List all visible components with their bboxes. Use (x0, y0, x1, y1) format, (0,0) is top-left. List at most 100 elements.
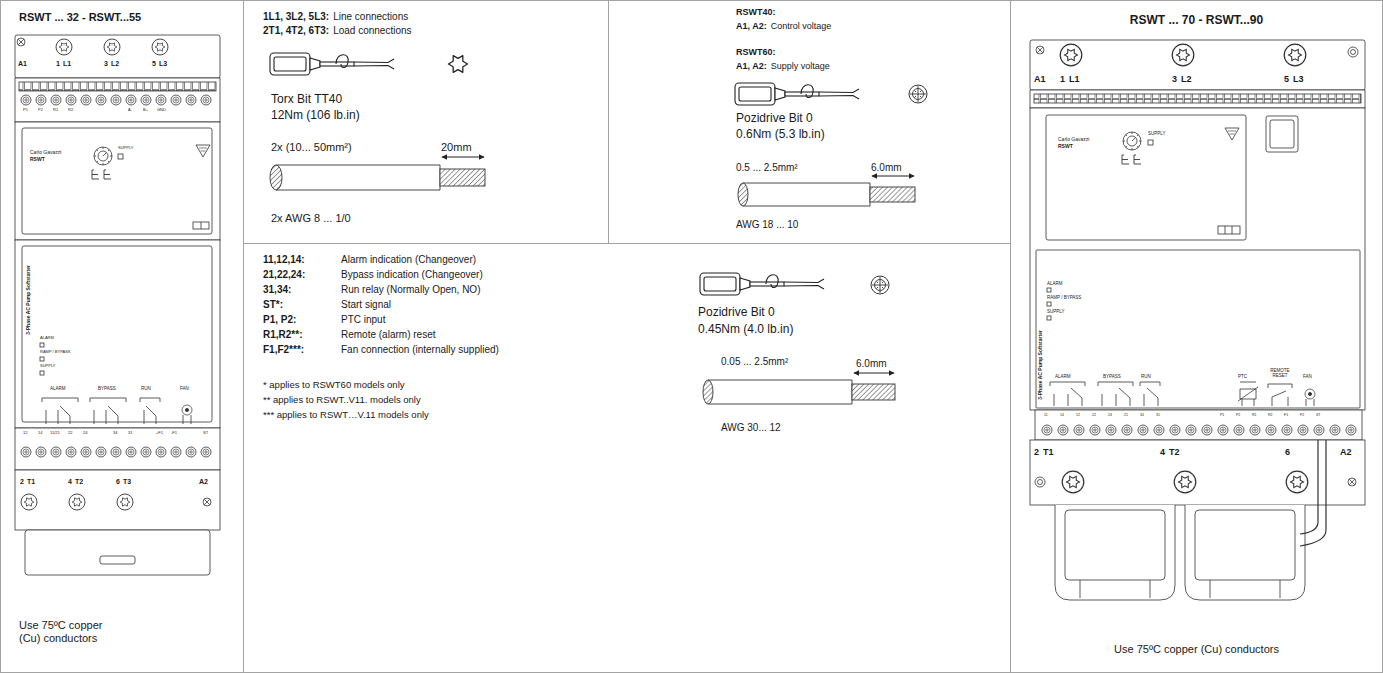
device-label: L2 (1181, 74, 1192, 84)
terminal-row (1138, 425, 1148, 435)
device-label: 1 (56, 60, 60, 68)
stripped-wire (703, 380, 713, 404)
softstarter-large (1030, 90, 1365, 108)
terminal-row (111, 447, 121, 457)
device-label: 3-Phase AC Pump Softstarter (26, 265, 32, 335)
softstarter-large (1172, 44, 1194, 66)
device-label: 24 (1108, 413, 1112, 417)
strip-length-arrow (872, 176, 914, 177)
spec-text: RSWT40: (736, 7, 776, 17)
spec-text: 11,12,14: (263, 254, 305, 266)
terminal-row (1250, 425, 1260, 435)
pozidrive-screwdriver (700, 273, 824, 295)
softstarter-small (25, 530, 210, 575)
pozidrive-symbol (871, 276, 889, 294)
softstarter-small (15, 428, 220, 470)
softstarter-small (22, 128, 212, 234)
device-label: REMOTE RESET (1270, 368, 1290, 378)
softstarter-large (1030, 440, 1365, 505)
stripped-wire (270, 165, 282, 190)
softstarter-small (40, 357, 44, 361)
softstarter-small (94, 147, 112, 165)
device-label: +F1 (156, 431, 163, 436)
softstarter-small (17, 38, 25, 46)
spec-text: AWG 18 ... 10 (736, 219, 798, 231)
softstarter-large (1065, 510, 1165, 580)
stripped-wire (270, 165, 485, 190)
terminal-row (1154, 425, 1164, 435)
device-label: SUPPLY (40, 364, 56, 369)
device-label: R2 (1268, 413, 1272, 417)
softstarter-small (15, 122, 220, 240)
device-label: 4 (68, 478, 72, 486)
strip-length-arrow (442, 157, 484, 158)
softstarter-large (1050, 382, 1085, 406)
device-label: FAN (1303, 374, 1312, 379)
softstarter-large (1270, 120, 1294, 148)
device-label: P2 (1236, 413, 1240, 417)
spec-text: 0.5 ... 2.5mm² (736, 162, 798, 174)
spec-text: Start signal (341, 299, 391, 311)
device-label: 31 (1156, 413, 1160, 417)
spec-text: 2x (10... 50mm²) (271, 141, 352, 154)
softstarter-large (1148, 140, 1153, 145)
softstarter-large (1305, 389, 1315, 399)
device-label: P2 (38, 108, 43, 113)
terminal-row (201, 447, 211, 457)
device-label: ALARM (1047, 281, 1063, 286)
device-label: L1 (1069, 74, 1080, 84)
stripped-wire (852, 384, 895, 400)
device-label: 14 (1060, 413, 1064, 417)
spec-text: RSWT60: (736, 47, 776, 57)
softstarter-small (203, 498, 211, 506)
terminal-row (51, 447, 61, 457)
softstarter-small (92, 170, 99, 179)
device-label: BYPASS (98, 386, 116, 391)
terminal-row (126, 447, 136, 457)
stripped-wire (703, 380, 895, 404)
stripped-wire (738, 183, 915, 206)
softstarter-large (1030, 108, 1365, 410)
spec-text: AWG 30... 12 (721, 422, 781, 434)
spec-text: Pozidrive Bit 0 (698, 306, 775, 320)
spec-text: A1, A2: (736, 61, 767, 71)
softstarter-small (118, 154, 123, 159)
softstarter-large (1286, 471, 1308, 493)
device-label: F1 (1284, 413, 1288, 417)
device-label: ALARM (40, 336, 54, 341)
terminal-row (1042, 425, 1052, 435)
terminal-row (1266, 425, 1276, 435)
device-label: 21 (1124, 413, 1128, 417)
terminal-row (1202, 425, 1212, 435)
softstarter-large (1268, 384, 1292, 406)
device-label: A- (128, 108, 132, 113)
device-label: 1 (1060, 74, 1065, 84)
device-label: A2 (1340, 447, 1352, 457)
device-label: RAMP / BYPASS (1047, 295, 1081, 300)
strip-length-arrow (854, 373, 894, 374)
stripped-wire (708, 380, 852, 404)
device-label: 11/21 (50, 431, 60, 436)
spec-text: Supply voltage (771, 61, 830, 71)
softstarter-large (1140, 382, 1160, 406)
terminal-row (51, 95, 61, 105)
terminal-row (1090, 425, 1100, 435)
strip-length-arrow (872, 176, 914, 177)
device-label: GND (157, 108, 166, 113)
terminal-row (156, 95, 166, 105)
pozidrive-symbol (909, 85, 927, 103)
stripped-wire (870, 187, 915, 202)
device-label: RAMP / BYPASS (40, 350, 71, 355)
spec-text: 1L1, 3L2, 5L3: (263, 11, 329, 23)
terminal-row (1234, 425, 1244, 435)
softstarter-large (1060, 44, 1082, 66)
device-label: 3 (1172, 74, 1177, 84)
softstarter-large (1284, 44, 1306, 66)
device-label: BYPASS (1103, 374, 1121, 379)
device-label: T2 (75, 478, 83, 486)
device-label: 22 (1092, 413, 1096, 417)
pozidrive-screwdriver (700, 273, 824, 295)
softstarter-large (1218, 226, 1240, 234)
softstarter-large (1123, 132, 1141, 150)
